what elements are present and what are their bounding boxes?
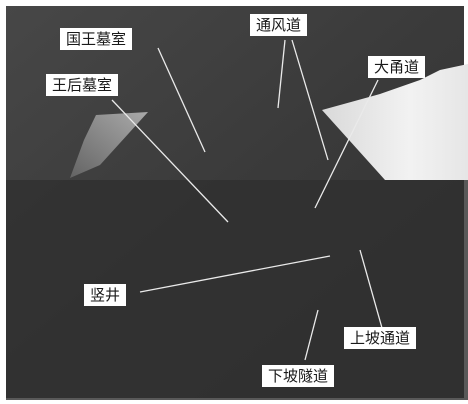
leader-line-king-chamber (157, 47, 206, 153)
queen-chamber-light (70, 112, 148, 178)
lower-shadow (6, 180, 468, 400)
grand-gallery-light (322, 64, 468, 180)
label-ascending-passage: 上坡通道 (344, 327, 417, 349)
label-air-shafts: 通风道 (250, 14, 308, 36)
leader-line-queen-chamber (111, 99, 229, 223)
leader-line-well-shaft (139, 255, 331, 293)
leader-lines (111, 39, 383, 361)
leader-line-descending-passage (304, 309, 319, 361)
leader-line-air-shaft-left (277, 39, 286, 109)
label-king-chamber: 国王墓室 (60, 28, 133, 50)
leader-line-ascending-passage (359, 249, 383, 329)
label-well-shaft: 竖井 (84, 284, 127, 306)
leader-line-grand-gallery (314, 79, 379, 209)
label-queen-chamber: 王后墓室 (46, 74, 119, 96)
label-grand-gallery: 大甬道 (368, 56, 426, 78)
leader-line-air-shaft-right (291, 39, 329, 161)
label-descending-passage: 下坡隧道 (262, 365, 335, 387)
